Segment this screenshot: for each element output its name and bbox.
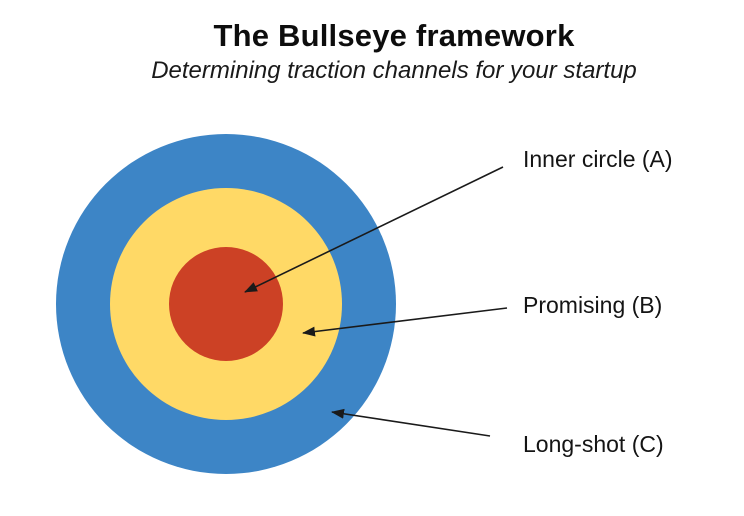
arrow-inner-circle [244,166,504,293]
label-long-shot: Long-shot (C) [523,431,664,457]
arrow-promising [302,307,508,337]
label-promising: Promising (B) [523,292,663,318]
arrow-long-shot [331,408,491,437]
ring-inner-circle [169,247,283,361]
label-inner-circle: Inner circle (A) [523,146,673,172]
header: The Bullseye framework Determining tract… [44,18,744,84]
page-subtitle: Determining traction channels for your s… [151,56,637,84]
page-title: The Bullseye framework [213,18,575,53]
